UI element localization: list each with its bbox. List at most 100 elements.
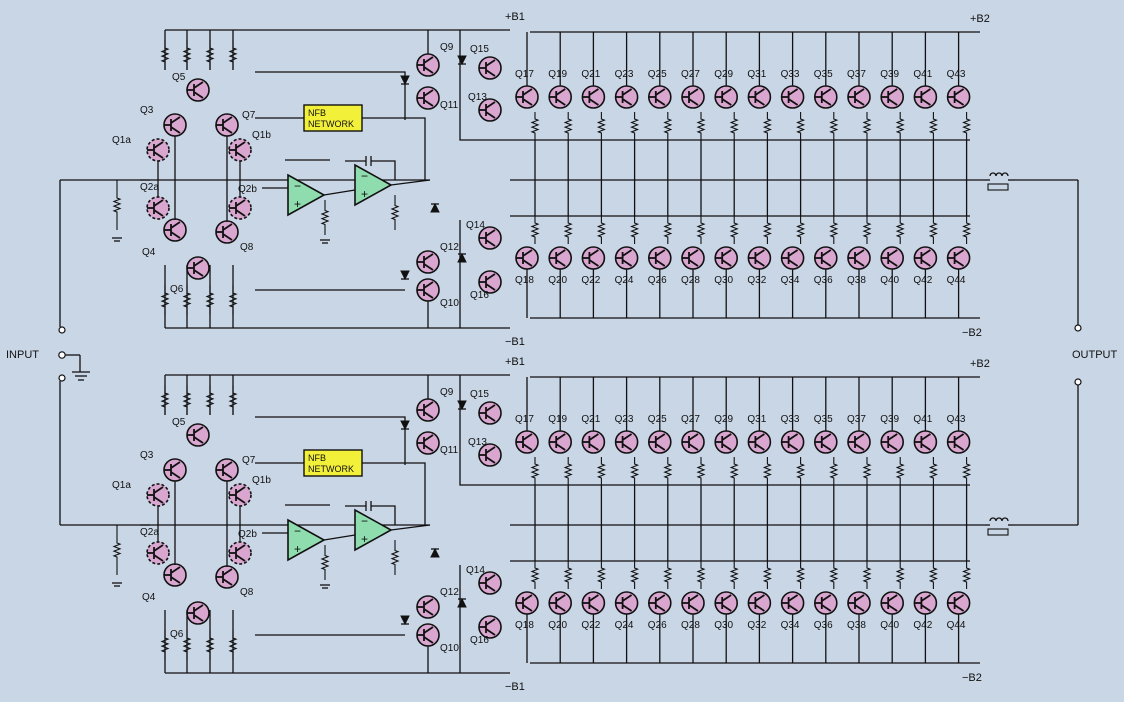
transistor-emitter — [788, 443, 799, 451]
resistor — [320, 545, 330, 580]
transistor-collector — [555, 594, 566, 602]
transistor-collector — [423, 598, 434, 606]
transistor-emitter — [920, 259, 931, 267]
transistor-collector — [887, 433, 898, 441]
transistor-Q34: Q34 — [781, 591, 805, 631]
transistor-emitter — [721, 604, 732, 612]
transistor-collector — [193, 604, 204, 612]
transistor-label: Q9 — [440, 42, 454, 53]
diode-icon — [457, 597, 467, 608]
transistor-Q27: Q27 — [681, 414, 705, 454]
transistor-emitter — [235, 554, 246, 562]
nfb-label-line1: NFB — [308, 453, 326, 463]
transistor-emitter — [555, 443, 566, 451]
transistor-emitter — [954, 98, 965, 106]
coil-turn — [989, 172, 997, 177]
transistor-Q19: Q19 — [548, 69, 573, 109]
transistor-emitter — [235, 209, 246, 217]
transistor-Q26: Q26 — [648, 591, 672, 631]
output-terminal-top[interactable] — [1074, 324, 1082, 332]
transistor-Q25: Q25 — [648, 69, 672, 109]
transistor-emitter — [193, 269, 204, 277]
transistor-Q10: Q10 — [416, 623, 459, 654]
resistor — [895, 112, 905, 140]
rail-pos-b2-label: +B2 — [970, 13, 990, 25]
resistor — [390, 540, 400, 575]
transistor-label: Q26 — [648, 620, 667, 631]
transistor-collector — [788, 433, 799, 441]
transistor-emitter — [423, 66, 434, 74]
resistor — [630, 561, 640, 589]
transistor-Q32: Q32 — [747, 591, 772, 631]
transistor-emitter — [485, 414, 496, 422]
transistor-Q39: Q39 — [880, 414, 905, 454]
transistor-collector — [920, 88, 931, 96]
resistor — [205, 285, 215, 315]
transistor-Q14: Q14 — [466, 220, 502, 250]
transistor-label: Q42 — [913, 275, 932, 286]
transistor-Q2b: Q2b — [228, 529, 257, 565]
transistor-label: Q26 — [648, 275, 667, 286]
transistor-collector — [522, 249, 533, 257]
resistor — [630, 457, 640, 485]
diode-icon — [400, 270, 410, 281]
transistor-label: Q12 — [440, 587, 459, 598]
transistor-emitter — [153, 554, 164, 562]
transistor-label: Q36 — [814, 275, 833, 286]
input-terminal[interactable] — [58, 351, 66, 359]
transistor-label: Q41 — [913, 414, 932, 425]
transistor-label: Q27 — [681, 414, 700, 425]
transistor-emitter — [222, 578, 233, 586]
wire — [371, 160, 396, 180]
transistor-Q37: Q37 — [847, 414, 871, 454]
transistor-collector — [170, 461, 181, 469]
transistor-emitter — [485, 283, 496, 291]
transistor-label: Q2b — [238, 529, 257, 540]
resistor — [530, 457, 540, 485]
transistor-emitter — [920, 604, 931, 612]
resistor — [205, 385, 215, 415]
transistor-emitter — [622, 443, 633, 451]
transistor-emitter — [854, 604, 865, 612]
transistor-label: Q9 — [440, 387, 454, 398]
transistor-collector — [222, 223, 233, 231]
resistor — [862, 216, 872, 244]
transistor-collector — [485, 446, 496, 454]
transistor-label: Q16 — [470, 635, 489, 646]
transistor-emitter — [222, 471, 233, 479]
transistor-Q17: Q17 — [515, 69, 539, 109]
transistor-label: Q39 — [880, 69, 899, 80]
transistor-emitter — [821, 604, 832, 612]
resistor — [696, 457, 706, 485]
transistor-label: Q2a — [140, 527, 159, 538]
transistor-collector — [854, 594, 865, 602]
transistor-emitter — [788, 98, 799, 106]
transistor-emitter — [920, 443, 931, 451]
transistor-Q19: Q19 — [548, 414, 573, 454]
transistor-emitter — [485, 456, 496, 464]
transistor-emitter — [688, 604, 699, 612]
transistor-Q18: Q18 — [515, 591, 539, 631]
transistor-Q5: Q5 — [172, 417, 210, 447]
transistor-label: Q43 — [947, 414, 966, 425]
transistor-label: Q42 — [913, 620, 932, 631]
transistor-label: Q30 — [714, 620, 733, 631]
transistor-collector — [688, 88, 699, 96]
output-terminal-bottom[interactable] — [1074, 378, 1082, 386]
resistor — [696, 561, 706, 589]
transistor-label: Q4 — [142, 247, 156, 258]
transistor-label: Q27 — [681, 69, 700, 80]
resistor — [796, 112, 806, 140]
transistor-emitter — [622, 259, 633, 267]
opamp-1: −+ — [287, 518, 326, 562]
transistor-label: Q15 — [470, 44, 489, 55]
transistor-collector — [222, 461, 233, 469]
transistor-label: Q1a — [112, 135, 131, 146]
transistor-emitter — [193, 614, 204, 622]
resistor — [630, 216, 640, 244]
transistor-label: Q36 — [814, 620, 833, 631]
transistor-emitter — [170, 231, 181, 239]
transistor-Q40: Q40 — [880, 591, 905, 631]
